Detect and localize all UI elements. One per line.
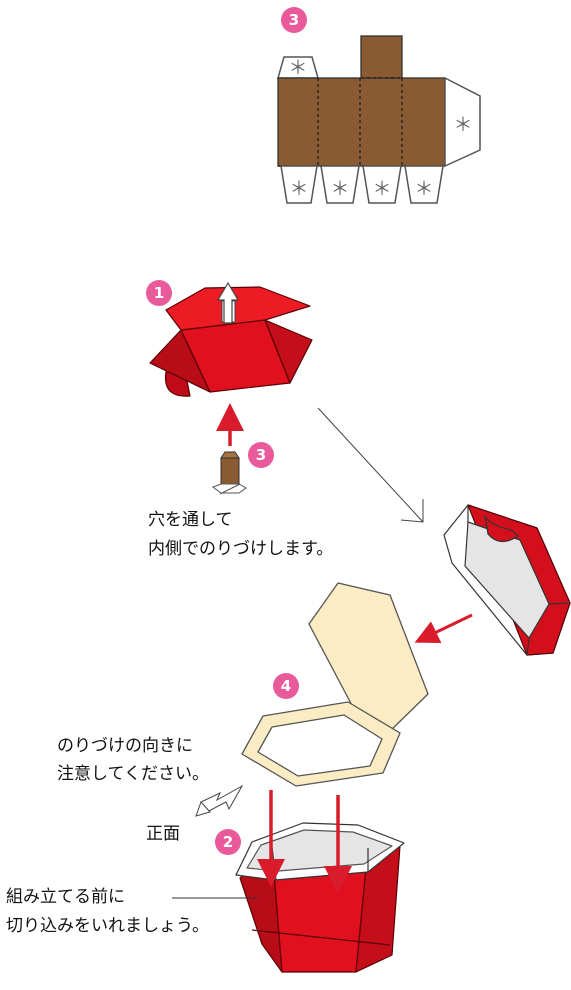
guide-arrow [317,407,424,523]
glue-inside-note-line1: 穴を通して [148,510,233,530]
lid-top [165,286,311,331]
glue-direction-note-line1: のりづけの向きに [57,736,193,756]
glue-mark: ＊ [414,178,433,200]
glue-arrow [414,613,473,644]
lid-inside-illustration [443,504,571,656]
step-3-badge: 3 [281,7,307,33]
net-body [277,77,446,167]
glue-mark: ＊ [453,114,472,136]
frame-piece [241,582,429,787]
net-bottom-flap-1 [280,165,318,204]
glue-inside-note-line2: 内側でのりづけします。 [148,539,334,559]
box-illustration [235,822,405,973]
glue-mark: ＊ [288,57,307,79]
net-bottom-flap-2 [320,165,360,204]
lid-illustration [149,286,313,397]
front-arrow [195,784,244,817]
glue-mark: ＊ [289,178,308,200]
front-label: 正面 [146,824,180,844]
step-4-badge: 4 [273,673,299,699]
tab-piece [211,451,247,495]
cut-before-note-line1: 組み立てる前に [6,887,125,907]
net-top-tab [360,35,403,79]
step-3-badge: 3 [248,442,274,468]
net-bottom-flap-4 [404,165,444,204]
net-bottom-flap-3 [362,165,402,204]
glue-mark: ＊ [330,178,349,200]
glue-direction-note-line2: 注意してください。 [57,764,209,784]
up-arrow-icon [216,281,240,324]
frame-inner [257,714,383,777]
step-1-badge: 1 [146,280,172,306]
cut-before-note-line2: 切り込みをいれましょう。 [6,916,209,936]
folding-net: ＊ ＊ ＊ ＊ ＊ ＊ [277,35,481,204]
net-right-flap [444,76,481,168]
step-2-badge: 2 [215,829,241,855]
glue-mark: ＊ [372,178,391,200]
